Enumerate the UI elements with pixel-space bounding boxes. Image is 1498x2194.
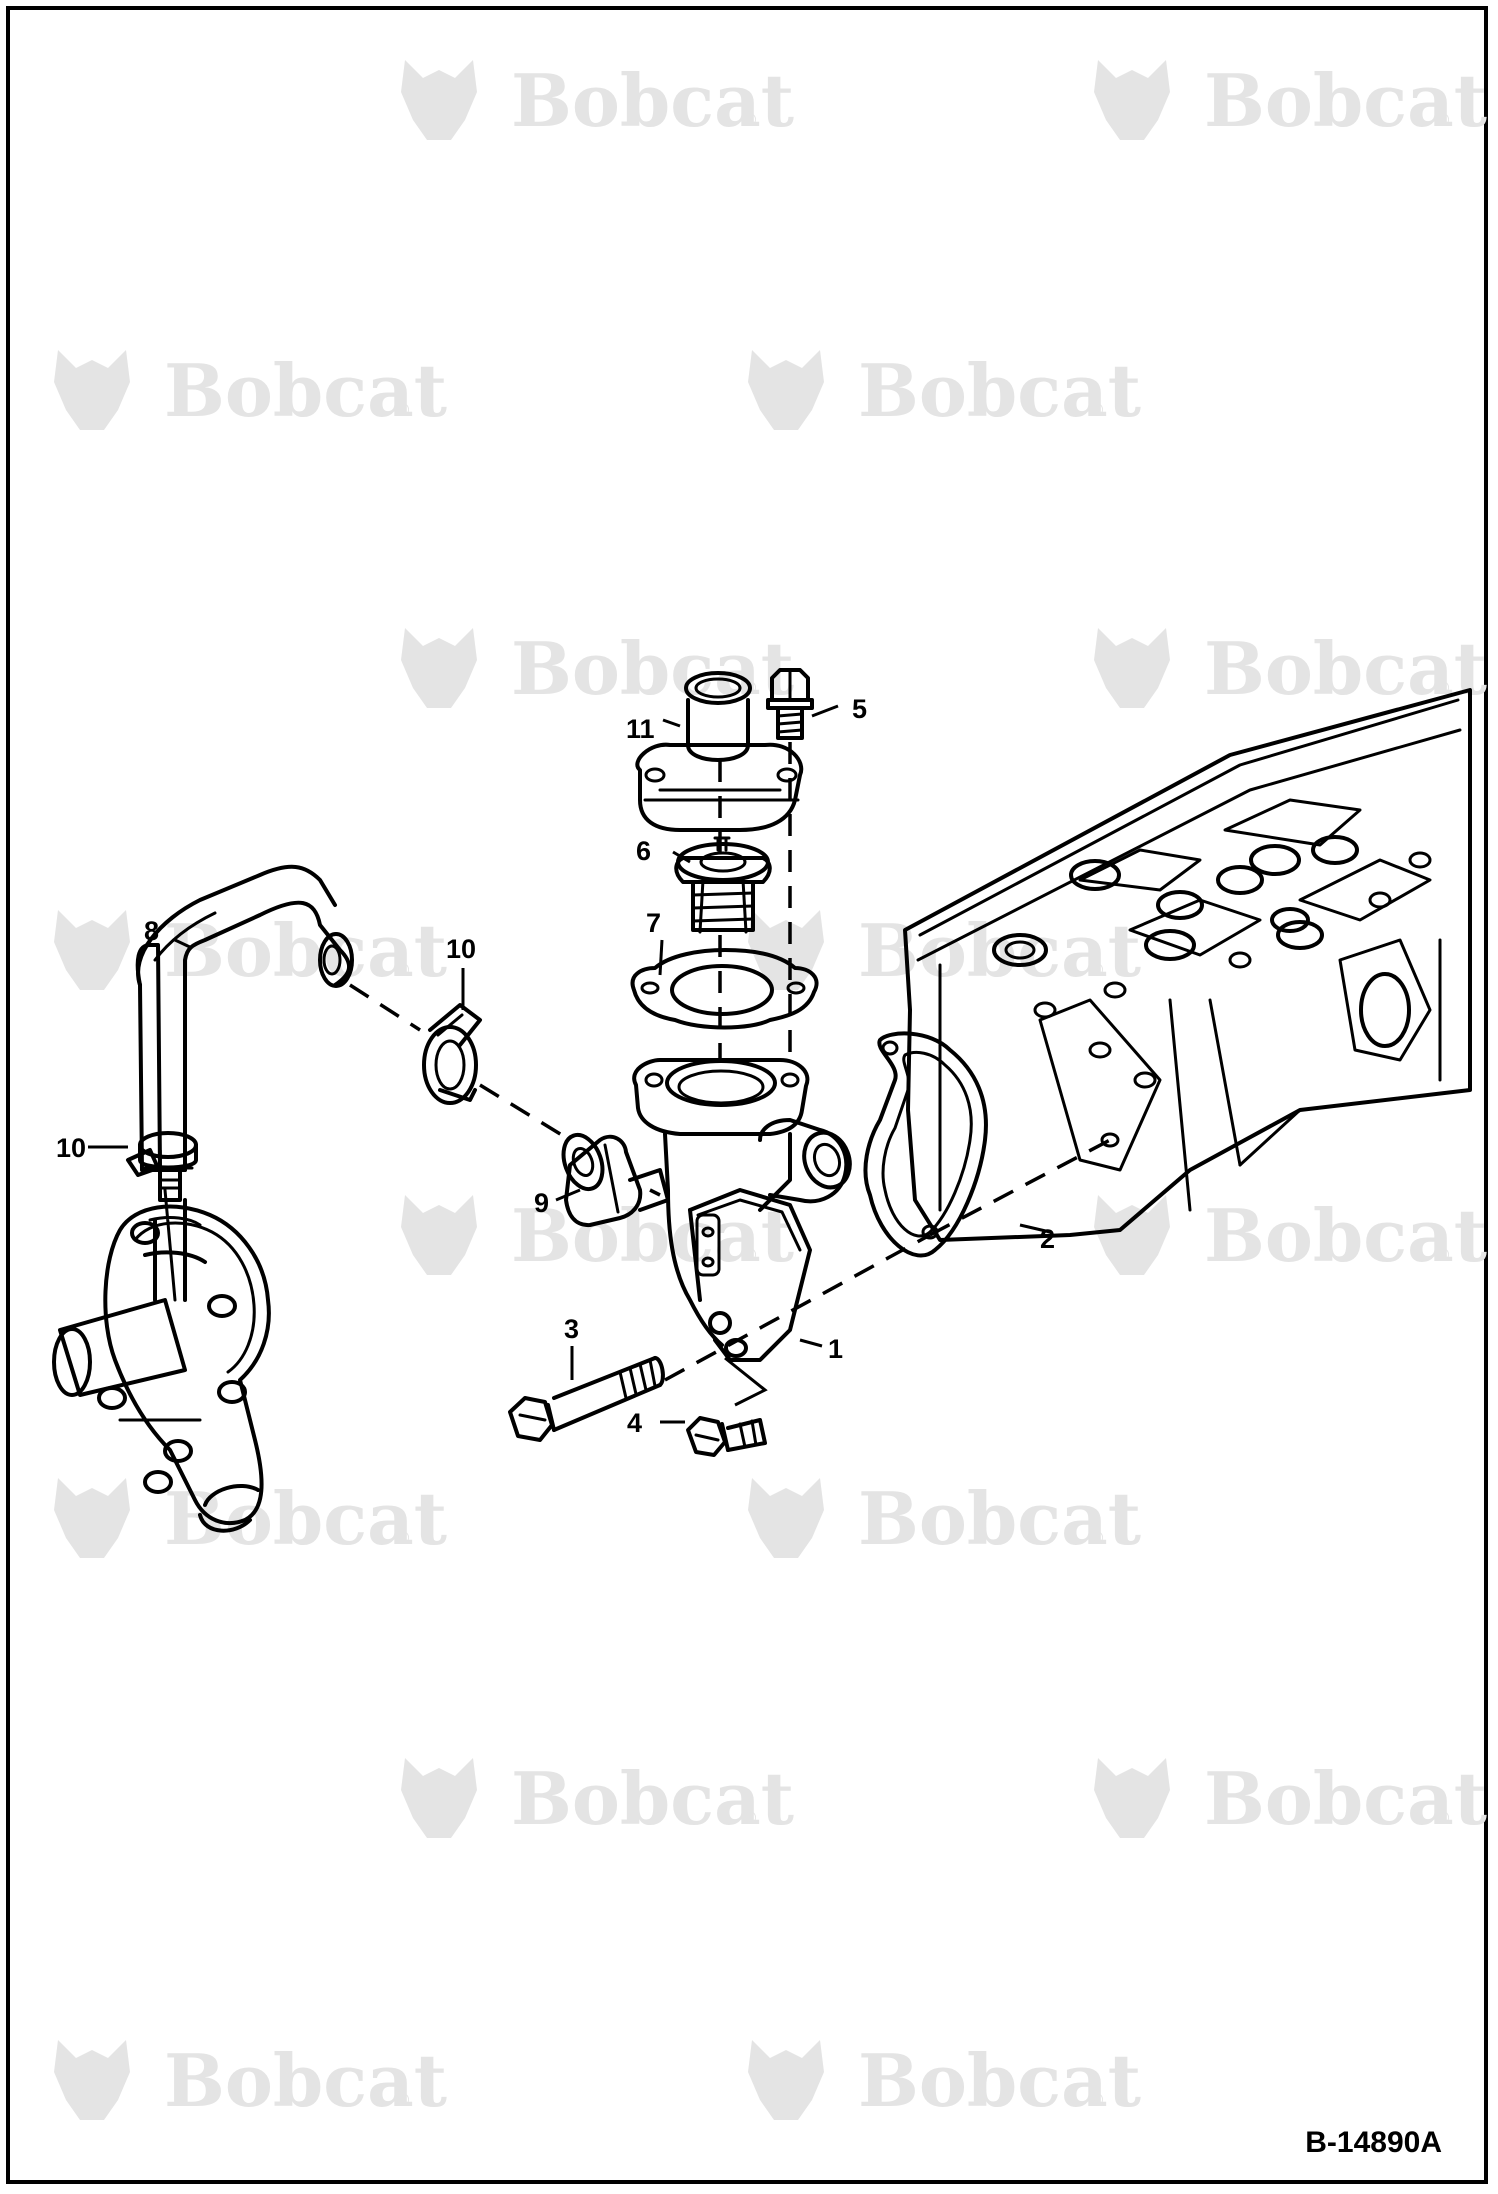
callout-11: 11 — [626, 714, 655, 744]
callout-4: 4 — [627, 1408, 642, 1438]
callout-8: 8 — [144, 916, 159, 946]
callout-9: 9 — [534, 1188, 549, 1218]
callout-7: 7 — [646, 908, 661, 938]
callout-2: 2 — [1040, 1224, 1055, 1254]
callout-6: 6 — [636, 836, 651, 866]
callout-3: 3 — [564, 1314, 579, 1344]
figure-code: B-14890A — [1305, 2126, 1442, 2159]
hose-clamp-lower — [126, 1131, 198, 1177]
assembly-lines — [158, 742, 1111, 1382]
bypass-hose — [135, 864, 354, 1172]
housing-gasket — [863, 1031, 988, 1258]
cover-bolt — [766, 668, 814, 740]
long-bolt — [508, 1356, 665, 1442]
callout-numbers: 1 2 3 4 5 6 7 8 9 10 10 11 — [56, 694, 1055, 1438]
cylinder-head — [903, 688, 1472, 1242]
hose-clamp-upper — [422, 1003, 482, 1105]
thermostat — [674, 836, 772, 934]
callout-10-lower: 10 — [56, 1133, 86, 1163]
hose-fitting — [561, 1132, 670, 1228]
callout-5: 5 — [852, 694, 867, 724]
water-pump — [52, 1170, 271, 1533]
short-bolt — [686, 1416, 767, 1457]
thermostat-housing — [632, 1058, 852, 1362]
leader-lines — [88, 704, 1051, 1424]
thermostat-gasket — [630, 948, 819, 1030]
callout-10-upper: 10 — [446, 934, 476, 964]
drawing-frame — [6, 6, 1488, 2184]
thermostat-cover — [635, 671, 804, 832]
callout-1: 1 — [828, 1334, 843, 1364]
